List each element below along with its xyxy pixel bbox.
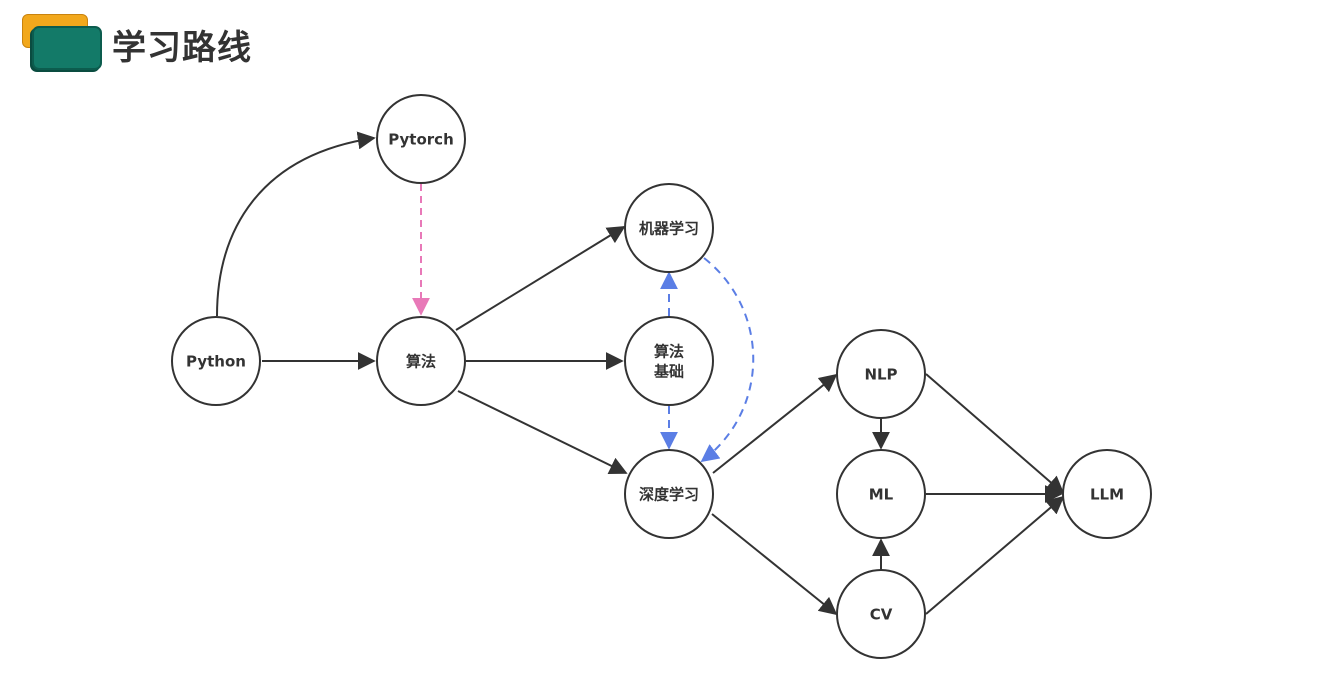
page-title: 学习路线 <box>112 28 252 68</box>
node-algorithm-basics[interactable]: 算法 基础 <box>624 316 714 406</box>
node-label: Python <box>186 353 246 371</box>
node-cv[interactable]: CV <box>836 569 926 659</box>
node-ml[interactable]: ML <box>836 449 926 539</box>
edge-nlp-llm <box>925 373 1065 495</box>
edge-deep-learning-nlp <box>712 373 838 474</box>
node-label: 机器学习 <box>639 220 699 238</box>
node-label: Pytorch <box>388 131 454 149</box>
node-label: CV <box>870 606 893 624</box>
edge-algorithm-ml-learning <box>455 226 626 331</box>
node-pytorch[interactable]: Pytorch <box>376 94 466 184</box>
node-nlp[interactable]: NLP <box>836 329 926 419</box>
node-deep-learning[interactable]: 深度学习 <box>624 449 714 539</box>
node-label: 深度学习 <box>639 486 699 504</box>
node-machine-learning[interactable]: 机器学习 <box>624 183 714 273</box>
edge-python-pytorch <box>216 131 376 317</box>
edge-ml-learning-deep-learning <box>700 257 755 463</box>
edge-deep-learning-cv <box>711 513 838 616</box>
node-label: ML <box>869 486 894 504</box>
node-label-line2: 基础 <box>653 363 684 381</box>
edge-cv-llm <box>925 495 1065 615</box>
node-algorithm[interactable]: 算法 <box>376 316 466 406</box>
edge-algorithm-deep-learning <box>457 390 628 474</box>
node-label: 算法 <box>406 353 436 371</box>
node-llm[interactable]: LLM <box>1062 449 1152 539</box>
node-python[interactable]: Python <box>171 316 261 406</box>
node-label: LLM <box>1090 486 1124 504</box>
header: 学习路线 <box>20 12 420 72</box>
node-label: NLP <box>864 366 897 384</box>
logo-icon <box>20 12 104 70</box>
node-label-line1: 算法 <box>654 343 684 361</box>
